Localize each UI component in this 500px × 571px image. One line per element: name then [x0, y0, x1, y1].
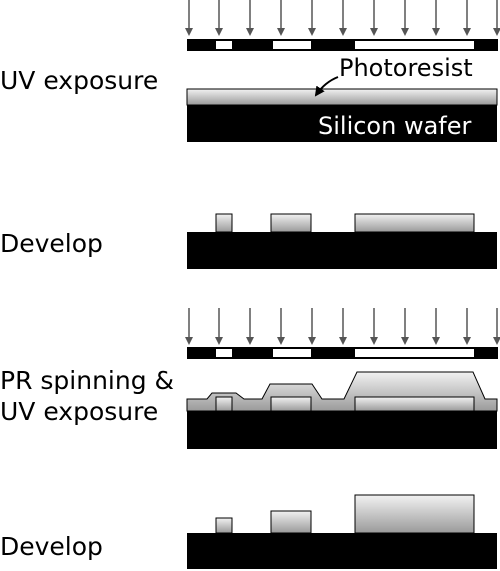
mask-opening [216, 349, 232, 357]
mask-opening [355, 41, 474, 49]
step-label-develop: Develop [0, 228, 103, 259]
step-label-uv-exposure: UV exposure [0, 65, 158, 96]
resist-feature [270, 510, 312, 534]
silicon-wafer [187, 232, 497, 269]
mask-opening [273, 41, 311, 49]
silicon-wafer [187, 105, 497, 142]
resist-feature [354, 494, 475, 534]
step-label-pr-spinning: PR spinning & UV exposure [0, 365, 174, 427]
step-label-line: Develop [0, 229, 103, 258]
photoresist-label: Photoresist [339, 54, 473, 82]
step-4-develop-group [187, 494, 497, 569]
resist-feature [270, 213, 312, 233]
step-label-develop-final: Develop [0, 531, 103, 562]
resist-feature [215, 517, 233, 534]
uv-light-arrows [185, 0, 500, 36]
existing-resist-feature [354, 396, 475, 412]
photomask-1 [187, 39, 498, 51]
mask-opening [273, 349, 311, 357]
photoresist-layer [186, 88, 498, 106]
resist-feature [354, 213, 475, 233]
step-label-line: PR spinning & [0, 366, 175, 395]
silicon-wafer-label: Silicon wafer [318, 112, 472, 140]
resist-feature [215, 213, 233, 233]
step-2-develop-group [187, 213, 497, 269]
step-1-uv-exposure-group [185, 0, 500, 142]
silicon-wafer [187, 411, 497, 449]
existing-resist-feature [270, 396, 312, 412]
step-label-line: Develop [0, 532, 103, 561]
existing-resist-feature [215, 396, 233, 412]
step-label-line: UV exposure [0, 66, 159, 95]
step-3-pr-spinning-group [185, 308, 500, 449]
silicon-wafer [187, 533, 497, 569]
mask-opening [216, 41, 232, 49]
uv-light-arrows [185, 308, 500, 345]
photoresist-pointer-arrow [314, 76, 339, 97]
step-label-line: UV exposure [0, 397, 159, 426]
photomask-3 [187, 347, 498, 359]
mask-opening [355, 349, 474, 357]
